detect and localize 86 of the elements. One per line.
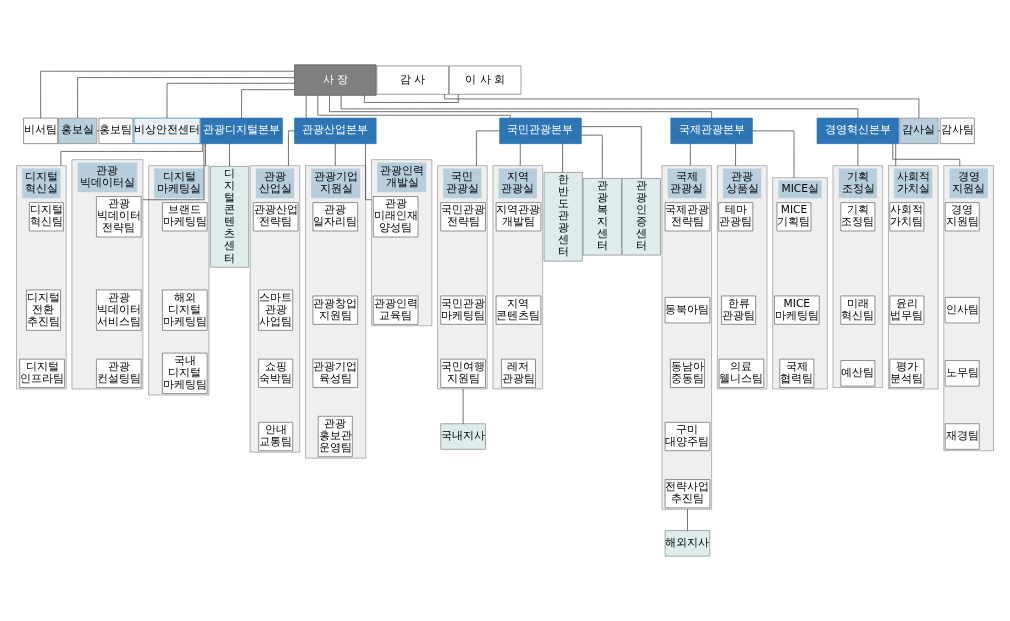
connector — [895, 143, 897, 166]
node-box: 지역 콘텐츠팀 — [495, 295, 542, 325]
connector — [476, 130, 500, 166]
node-box: 관광 빅데이터 서비스팀 — [96, 289, 142, 331]
node-box: 국제관광 전략팀 — [664, 202, 711, 232]
node-box: 노무팀 — [944, 360, 980, 387]
connector — [305, 95, 307, 119]
node-box: MICE 기획팀 — [776, 202, 812, 232]
node-box: 관광산업 전략팀 — [252, 202, 299, 232]
node-box: 관광창업 지원팀 — [312, 295, 359, 325]
node-box: 경영혁신본부 — [816, 117, 900, 144]
node-box: 해외지사 — [664, 530, 711, 557]
node-box: 한반도관광센터 — [543, 172, 583, 262]
node-box: 동남아 중동팀 — [670, 358, 705, 388]
connector — [317, 95, 511, 119]
connector — [288, 130, 295, 166]
node-box: 레저 관광팀 — [501, 358, 536, 388]
node-box: 국민여행 지원팀 — [440, 358, 486, 388]
node-box: 비서팀 — [23, 117, 59, 144]
node-box: 브랜드 마케팅팀 — [162, 202, 208, 232]
connector — [205, 143, 206, 166]
node-box: 국제 협력팀 — [779, 358, 815, 388]
node-box: 국민관광 마케팅팀 — [440, 295, 486, 325]
node-box: 해외 디지털 마케팅팀 — [162, 289, 208, 331]
connector — [364, 94, 459, 103]
node-box: 디지털 전환 추진팀 — [26, 289, 61, 331]
node-box: 한류 관광팀 — [721, 295, 756, 325]
connector — [40, 70, 295, 119]
connector — [365, 143, 372, 201]
node-box: 스마트 관광 사업팀 — [258, 289, 294, 331]
node-box: 국민관광본부 — [499, 117, 582, 144]
node-box: 테마 관광팀 — [718, 202, 754, 232]
node-box: 사회적 가치팀 — [889, 202, 925, 232]
node-box: 디지털콘텐츠센터 — [210, 166, 250, 268]
node-box: 미래 혁신팀 — [840, 295, 876, 325]
connector — [166, 82, 295, 119]
node-box: 관광 빅데이터 전략팀 — [96, 196, 142, 238]
node-box: 안내 교통팀 — [258, 421, 294, 452]
node-box: 국민관광 전략팀 — [440, 202, 486, 232]
node-box: 국내 디지털 마케팅팀 — [162, 352, 208, 394]
connector — [329, 95, 712, 119]
connector — [340, 95, 859, 119]
node-box: 윤리 법무팀 — [889, 295, 925, 325]
node-box: 디지털 인프라팀 — [19, 358, 65, 388]
node-box: 관광인증센터 — [621, 178, 661, 256]
connector — [735, 143, 736, 166]
node-box: 비상안전센터 — [133, 117, 201, 144]
node-box: 관광산업본부 — [294, 117, 377, 144]
node-box: 전략사업 추진팀 — [664, 479, 711, 509]
node-box: 국제관광본부 — [670, 117, 753, 144]
node-box: 관광 컨설팅팀 — [96, 358, 142, 388]
node-box: MICE 마케팅팀 — [774, 295, 820, 325]
node-box: 재경팀 — [944, 423, 980, 450]
node-box: 관광 일자리팀 — [312, 202, 359, 232]
connector — [689, 143, 691, 166]
node-box: 구미 대양주팀 — [664, 421, 711, 452]
node-box: 관광복지센터 — [582, 178, 622, 256]
node-box: 동북아팀 — [664, 297, 711, 324]
node-box: 기획 조정팀 — [840, 202, 876, 232]
node-box: 경영 지원팀 — [944, 202, 980, 232]
connector — [562, 143, 564, 173]
node-box: 관광인력 교육팀 — [372, 295, 419, 325]
node-box: 평가 분석팀 — [889, 358, 925, 388]
node-box: 감 사 — [376, 65, 449, 95]
connector — [60, 143, 203, 166]
node-box: 이 사 회 — [448, 65, 522, 95]
node-box: 지역관광 개발팀 — [495, 202, 542, 232]
connector — [334, 143, 336, 166]
node-box: 의료 웰니스팀 — [718, 358, 765, 388]
node-box: 디지털 혁신팀 — [28, 202, 64, 232]
connector — [77, 77, 295, 119]
node-box: 쇼핑 숙박팀 — [258, 358, 294, 388]
node-box: 관광 미래인재 양성팀 — [372, 196, 419, 238]
node-box: 예산팀 — [840, 360, 876, 387]
connector — [687, 508, 688, 531]
connector — [241, 89, 295, 119]
node-box: 국내지사 — [440, 423, 486, 450]
node-box: 사 장 — [294, 64, 377, 96]
connector — [581, 126, 642, 179]
connector — [444, 94, 920, 119]
node-box: 관광디지털본부 — [200, 117, 283, 144]
node-box: 인사팀 — [944, 297, 980, 324]
connector — [892, 143, 961, 166]
node-box: 관광기업 육성팀 — [312, 358, 359, 388]
node-box: 관광 홍보관 운영팀 — [317, 415, 353, 458]
connector — [229, 143, 230, 167]
